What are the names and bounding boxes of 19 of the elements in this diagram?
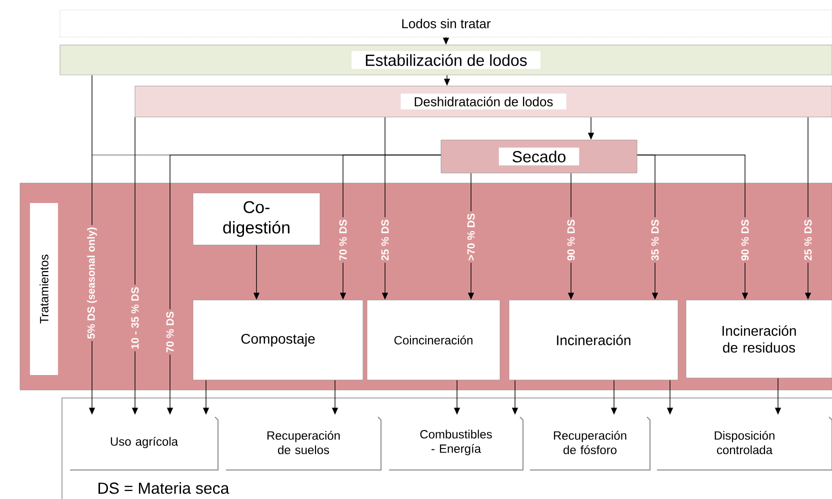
stage-box: Secado	[440, 140, 638, 174]
stage-box: Estabilización de lodos	[60, 44, 832, 76]
process-box: Compostaje	[192, 300, 364, 380]
process-box: Incineración	[508, 300, 678, 380]
outcome-box: Recuperación de suelos	[226, 416, 382, 470]
process-box: Coincineración	[366, 300, 500, 380]
edge-label: 5% DS (seasonal only)	[85, 224, 99, 342]
outcome-box: Uso agrícola	[70, 416, 218, 470]
stage-box: Deshidratación de lodos	[134, 86, 832, 118]
process-box: Incineración de residuos	[686, 300, 832, 378]
dotted-box: Lodos sin tratar	[60, 10, 832, 38]
outcome-box: Disposición controlada	[656, 416, 832, 470]
process-box: Co-digestión	[192, 192, 320, 246]
band-title: Tratamientos	[30, 203, 58, 375]
edge-label: 10 - 35 % DS	[129, 284, 141, 352]
note-text: DS = Materia seca	[98, 482, 230, 494]
outcome-box: Recuperación de fósforo	[530, 416, 650, 470]
edge-label: >70 % DS	[465, 211, 477, 263]
outcome-box: Combustibles - Energía	[388, 416, 524, 470]
